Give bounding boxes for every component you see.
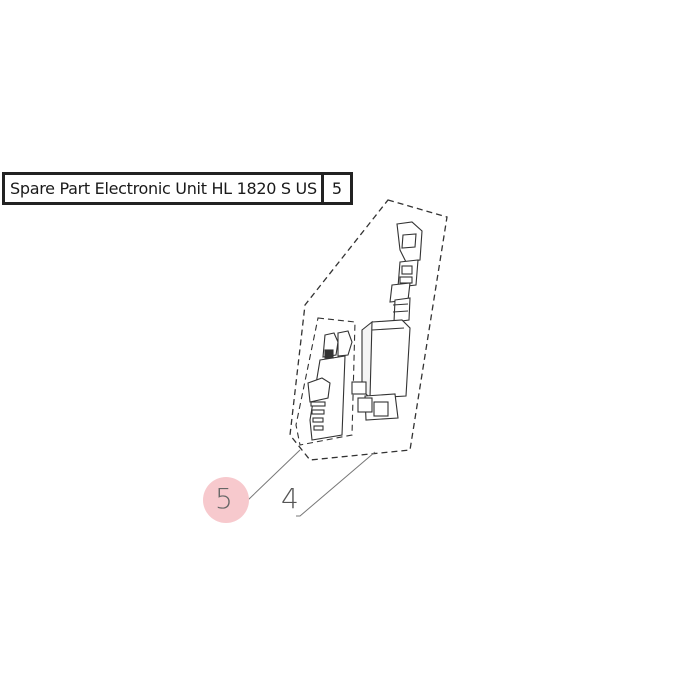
- electronic-board-upper: [389, 221, 423, 323]
- callout-5-label[interactable]: 5: [215, 482, 233, 515]
- callout-4-label[interactable]: 4: [281, 482, 299, 515]
- part-label-number: 5: [320, 175, 350, 202]
- inner-dashed-outline: [295, 317, 356, 446]
- switch-module: [307, 330, 353, 441]
- callout-5-highlight[interactable]: [203, 477, 249, 523]
- leader-line-5: [247, 449, 301, 501]
- leader-line-4: [296, 451, 376, 517]
- electronic-unit-housing: [351, 319, 411, 421]
- outer-dashed-outline: [289, 199, 448, 461]
- part-label-box: Spare Part Electronic Unit HL 1820 S US …: [2, 172, 353, 205]
- part-label-title: Spare Part Electronic Unit HL 1820 S US: [10, 179, 317, 198]
